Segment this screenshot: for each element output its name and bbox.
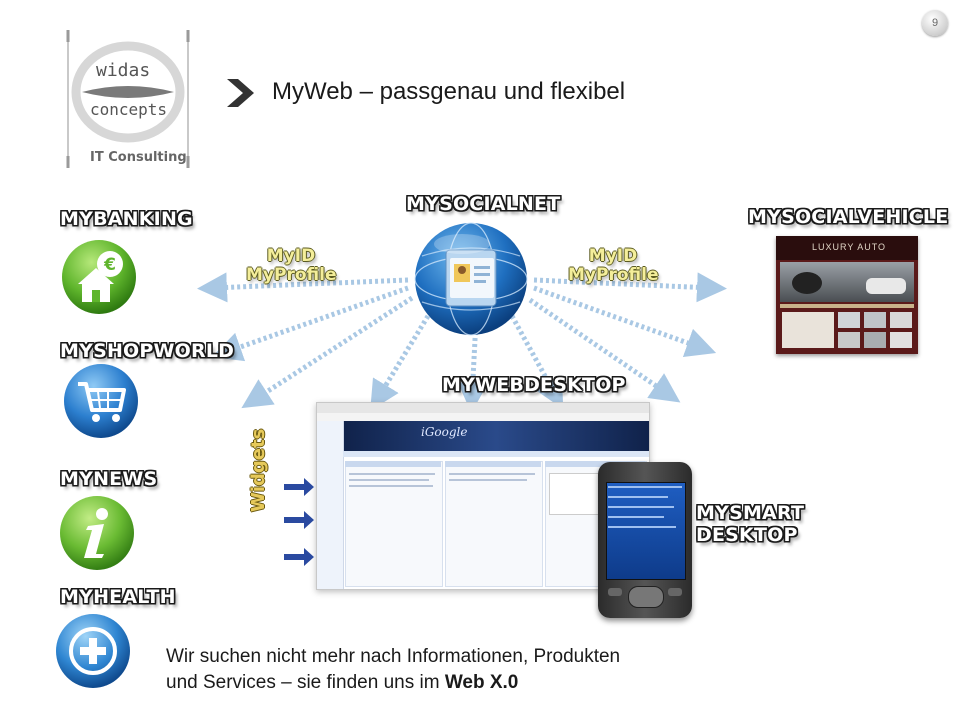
arrow-to-mybanking	[197, 272, 409, 303]
mysmartdesktop-line1: MySmart	[696, 502, 805, 524]
mynews-label: MyNews	[60, 468, 158, 490]
footer-line2: und Services – sie finden uns im Web X.0	[166, 670, 620, 696]
left-myid: MyID	[266, 246, 316, 266]
page-title: MyWeb – passgenau und flexibel	[272, 78, 626, 105]
info-icon	[60, 496, 134, 570]
widgets-label: Widgets	[248, 428, 269, 512]
luxury-auto-title: LUXURY AUTO	[812, 242, 887, 252]
logo-tagline: IT Consulting	[90, 150, 187, 165]
mysmartdesktop-label: MySmart Desktop	[696, 502, 804, 546]
widget-arrow-icon	[284, 478, 314, 496]
widget-arrows	[284, 478, 314, 566]
mysocialnet-label: MySocialNet	[406, 193, 561, 215]
myhealth-label: MyHealth	[60, 586, 176, 608]
pda-device	[598, 462, 692, 618]
globe-contact-icon	[414, 222, 528, 336]
right-myid: MyID	[588, 246, 638, 266]
euro-house-icon: €	[62, 240, 136, 314]
left-connector-label: MyID MyProfile	[246, 247, 336, 285]
logo-frame	[66, 30, 190, 168]
shopping-cart-icon	[64, 364, 138, 438]
mybanking-label: MyBanking	[60, 208, 193, 230]
logo-line1: widas	[96, 60, 151, 81]
luxury-auto-screenshot: LUXURY AUTO	[776, 236, 918, 354]
widget-arrow-icon	[284, 548, 314, 566]
arrow-to-mysmartdesktop	[528, 297, 681, 403]
arrow-to-myshopworld	[211, 285, 409, 362]
widas-logo: widas concepts IT Consulting	[62, 28, 194, 170]
footer-line2-prefix: und Services – sie finden uns im	[166, 672, 445, 693]
logo-line2: concepts	[90, 100, 168, 119]
footer-line2-bold: Web X.0	[444, 672, 519, 693]
igoogle-logo: iGoogle	[421, 425, 468, 439]
widget-arrow-icon	[284, 511, 314, 529]
arrow-to-mywebdesktop-left	[370, 314, 431, 411]
plus-icon	[56, 614, 130, 688]
mywebdesktop-label: MyWebDesktop	[442, 374, 626, 396]
right-connector-label: MyID MyProfile	[568, 247, 658, 285]
footer-text: Wir suchen nicht mehr nach Informationen…	[166, 644, 620, 696]
myshopworld-label: MyShopWorld	[60, 340, 235, 362]
arrow-to-mysocialvehicle-lower	[533, 285, 717, 358]
footer-line1: Wir suchen nicht mehr nach Informationen…	[166, 646, 621, 667]
right-myprofile: MyProfile	[568, 265, 659, 285]
mysocialvehicle-label: MySocialVehicle	[748, 206, 949, 228]
mysmartdesktop-line2: Desktop	[696, 524, 798, 546]
arrow-to-mynews	[241, 295, 414, 409]
left-myprofile: MyProfile	[246, 265, 337, 285]
chevron-right-icon	[227, 79, 254, 107]
svg-text:€: €	[103, 255, 116, 275]
page-number: 9	[922, 10, 948, 36]
igoogle-screenshot: iGoogle	[316, 402, 650, 590]
